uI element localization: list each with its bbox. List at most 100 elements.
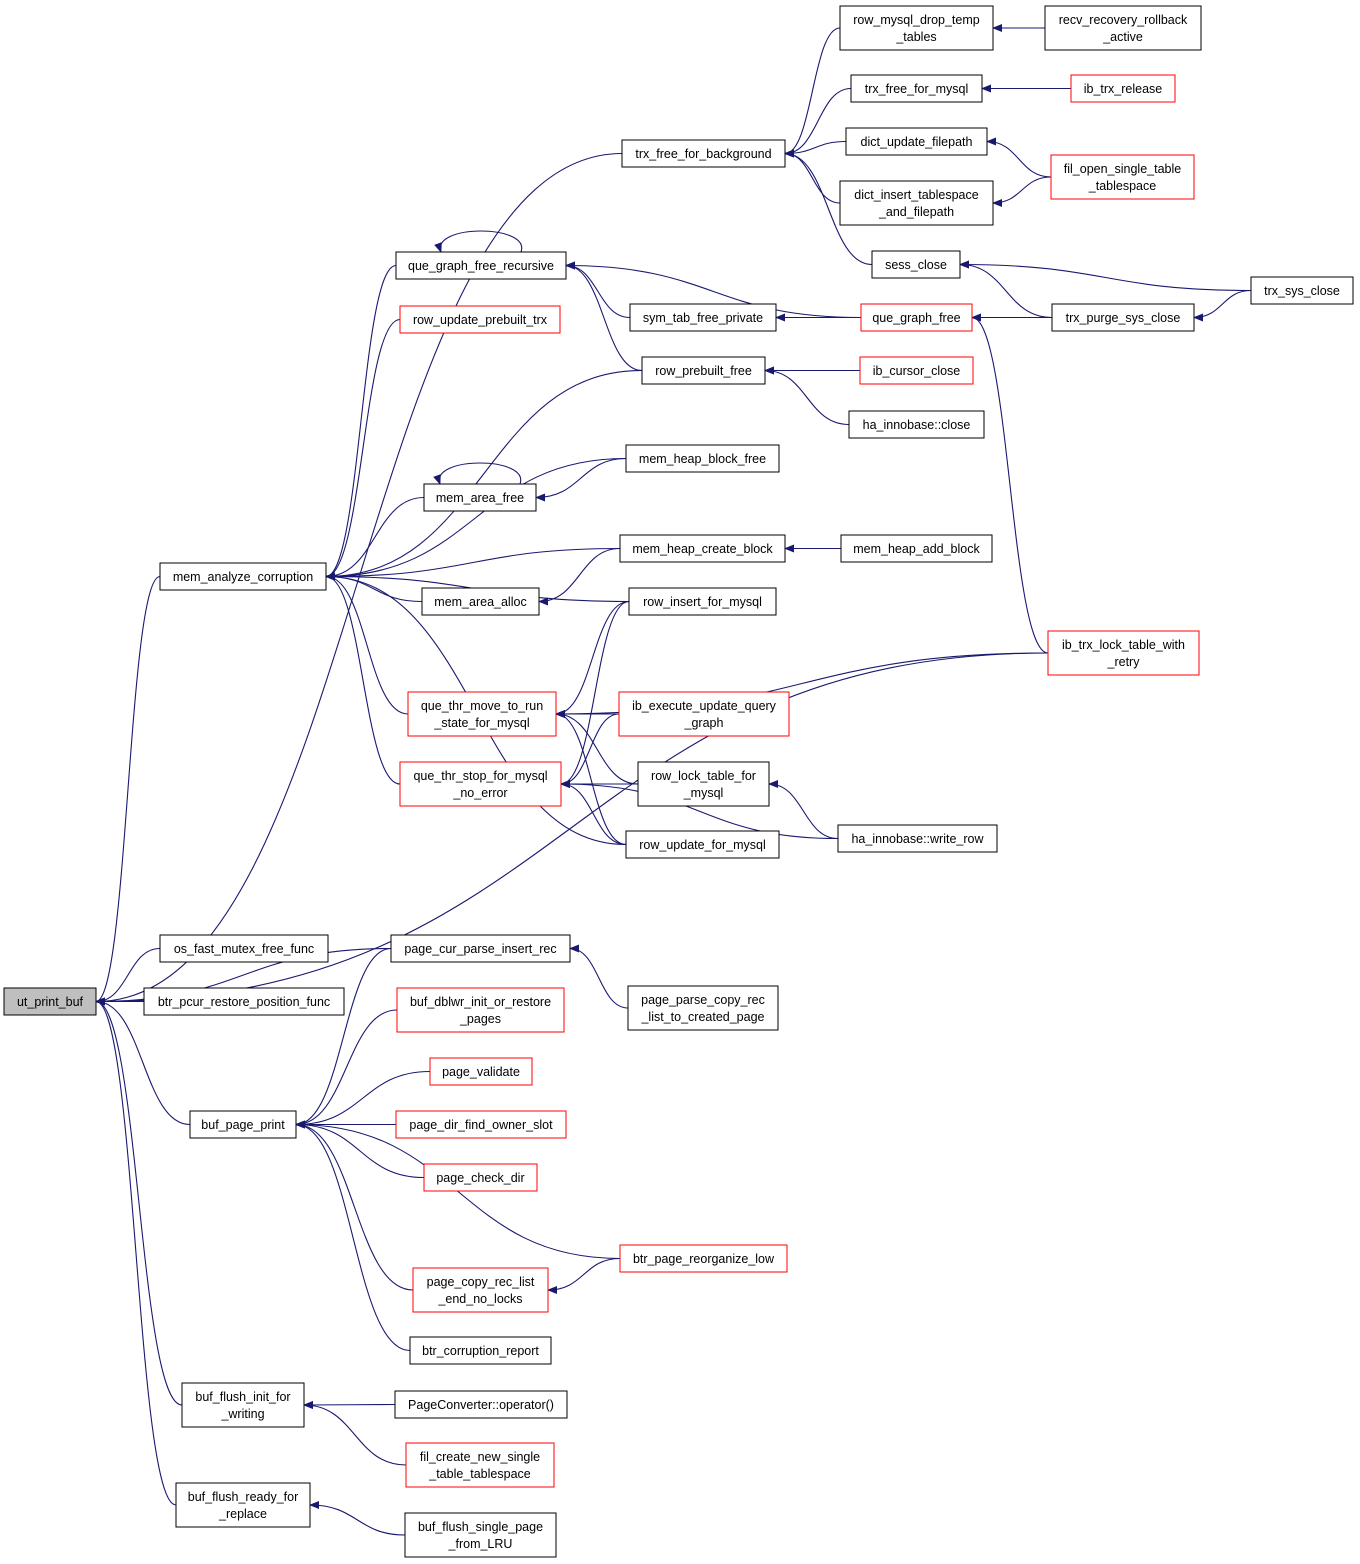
node-label: fil_open_single_table xyxy=(1064,162,1182,176)
node-label: buf_dblwr_init_or_restore xyxy=(410,995,551,1009)
node-label: _pages xyxy=(459,1012,501,1026)
node-box xyxy=(396,987,565,1033)
node-buf-flush-init-for-writing[interactable]: buf_flush_init_for_writing xyxy=(181,1382,305,1428)
edge-page-copy-rec-list-end-no-locks-to-buf-page-print xyxy=(295,1120,414,1291)
node-mem-heap-block-free[interactable]: mem_heap_block_free xyxy=(625,444,780,473)
node-que-graph-free-recursive[interactable]: que_graph_free_recursive xyxy=(395,251,567,280)
node-label: _list_to_created_page xyxy=(640,1010,764,1024)
node-box xyxy=(423,483,537,512)
node-row-mysql-drop-temp-tables[interactable]: row_mysql_drop_temp_tables xyxy=(839,5,994,51)
node-box xyxy=(637,761,770,807)
edge-pageconverter-operator-to-buf-flush-init-for-writing xyxy=(303,1400,396,1409)
node-os-fast-mutex-free-func[interactable]: os_fast_mutex_free_func xyxy=(159,934,329,963)
node-mem-area-free[interactable]: mem_area_free xyxy=(423,483,537,512)
edge-row-prebuilt-free-to-que-graph-free-recursive xyxy=(565,261,643,372)
node-row-update-prebuilt-trx[interactable]: row_update_prebuilt_trx xyxy=(399,305,561,334)
node-que-thr-stop-for-mysql-no-error[interactable]: que_thr_stop_for_mysql_no_error xyxy=(399,761,562,807)
node-ha-innobase-close[interactable]: ha_innobase::close xyxy=(848,410,985,439)
node-page-check-dir[interactable]: page_check_dir xyxy=(423,1163,538,1192)
node-label: mem_heap_create_block xyxy=(632,542,773,556)
node-page-cur-parse-insert-rec[interactable]: page_cur_parse_insert_rec xyxy=(390,934,571,963)
node-sess-close[interactable]: sess_close xyxy=(871,250,961,279)
node-label: btr_corruption_report xyxy=(422,1344,539,1358)
node-label: _tables xyxy=(895,30,936,44)
node-box xyxy=(423,1163,538,1192)
node-row-insert-for-mysql[interactable]: row_insert_for_mysql xyxy=(628,587,777,616)
node-ib-trx-release[interactable]: ib_trx_release xyxy=(1070,74,1176,103)
node-buf-page-print[interactable]: buf_page_print xyxy=(189,1110,297,1139)
node-btr-pcur-restore-position-func[interactable]: btr_pcur_restore_position_func xyxy=(143,987,345,1016)
node-label: _table_tablespace xyxy=(428,1467,531,1481)
node-que-graph-free[interactable]: que_graph_free xyxy=(860,303,973,332)
node-label: _no_error xyxy=(452,786,507,800)
node-label: page_copy_rec_list xyxy=(427,1275,535,1289)
edge-sess-close-to-trx-free-for-background xyxy=(784,149,873,266)
node-label: sess_close xyxy=(885,258,947,272)
node-box xyxy=(837,824,998,853)
node-que-thr-move-to-run-state-for-mysql[interactable]: que_thr_move_to_run_state_for_mysql xyxy=(407,691,557,737)
node-box xyxy=(850,74,983,103)
node-row-lock-table-for-mysql[interactable]: row_lock_table_for_mysql xyxy=(637,761,770,807)
edge-que-thr-stop-for-mysql-no-error-to-mem-analyze-corruption xyxy=(325,572,401,785)
node-box xyxy=(619,1244,788,1273)
edge-mem-area-free-to-mem-analyze-corruption xyxy=(325,496,425,581)
node-label: mem_analyze_corruption xyxy=(173,570,313,584)
node-fil-open-single-table-tablespace[interactable]: fil_open_single_table _tablespace xyxy=(1050,154,1195,200)
node-box xyxy=(143,987,345,1016)
node-box xyxy=(628,587,777,616)
node-ut-print-buf[interactable]: ut_print_buf xyxy=(3,987,97,1016)
node-label: trx_sys_close xyxy=(1264,284,1340,298)
node-fil-create-new-single-table-tablespace[interactable]: fil_create_new_single_table_tablespace xyxy=(405,1442,555,1488)
node-page-validate[interactable]: page_validate xyxy=(429,1057,533,1086)
node-btr-page-reorganize-low[interactable]: btr_page_reorganize_low xyxy=(619,1244,788,1273)
node-label: ha_innobase::write_row xyxy=(851,832,984,846)
edge-que-thr-move-to-run-state-for-mysql-to-mem-analyze-corruption xyxy=(325,572,409,715)
node-label: ib_execute_update_query xyxy=(632,699,777,713)
node-page-dir-find-owner-slot[interactable]: page_dir_find_owner_slot xyxy=(395,1110,567,1139)
node-label: _tablespace xyxy=(1088,179,1156,193)
node-ha-innobase-write-row[interactable]: ha_innobase::write_row xyxy=(837,824,998,853)
node-box xyxy=(399,305,561,334)
node-label: _end_no_locks xyxy=(437,1292,522,1306)
node-trx-purge-sys-close[interactable]: trx_purge_sys_close xyxy=(1051,303,1195,332)
node-box xyxy=(3,987,97,1016)
edge-fil-open-single-table-tablespace-to-dict-update-filepath xyxy=(986,137,1052,178)
edge-trx-sys-close-to-trx-purge-sys-close xyxy=(1193,289,1252,322)
node-label: mem_heap_block_free xyxy=(639,452,766,466)
node-buf-flush-single-page-from-lru[interactable]: buf_flush_single_page_from_LRU xyxy=(404,1512,557,1558)
node-dict-update-filepath[interactable]: dict_update_filepath xyxy=(845,127,988,156)
node-buf-flush-ready-for-replace[interactable]: buf_flush_ready_for_replace xyxy=(175,1482,311,1528)
node-trx-sys-close[interactable]: trx_sys_close xyxy=(1250,276,1354,305)
node-mem-heap-create-block[interactable]: mem_heap_create_block xyxy=(619,534,786,563)
node-page-copy-rec-list-end-no-locks[interactable]: page_copy_rec_list _end_no_locks xyxy=(412,1267,549,1313)
edge-page-parse-copy-rec-list-to-created-page-to-page-cur-parse-insert-rec xyxy=(569,944,629,1009)
node-btr-corruption-report[interactable]: btr_corruption_report xyxy=(409,1336,552,1365)
node-box xyxy=(618,691,790,737)
node-page-parse-copy-rec-list-to-created-page[interactable]: page_parse_copy_rec_list_to_created_page xyxy=(627,985,779,1031)
edge-btr-corruption-report-to-buf-page-print xyxy=(295,1120,411,1352)
node-ib-cursor-close[interactable]: ib_cursor_close xyxy=(859,356,974,385)
node-mem-heap-add-block[interactable]: mem_heap_add_block xyxy=(840,534,993,563)
node-row-prebuilt-free[interactable]: row_prebuilt_free xyxy=(641,356,766,385)
node-box xyxy=(421,587,540,616)
node-ib-trx-lock-table-with-retry[interactable]: ib_trx_lock_table_with_retry xyxy=(1047,630,1200,676)
node-trx-free-for-mysql[interactable]: trx_free_for_mysql xyxy=(850,74,983,103)
node-mem-analyze-corruption[interactable]: mem_analyze_corruption xyxy=(159,562,327,591)
node-row-update-for-mysql[interactable]: row_update_for_mysql xyxy=(625,830,780,859)
node-trx-free-for-background[interactable]: trx_free_for_background xyxy=(621,139,786,168)
node-label: _retry xyxy=(1107,655,1141,669)
node-ib-execute-update-query-graph[interactable]: ib_execute_update_query_graph xyxy=(618,691,790,737)
edge-buf-flush-ready-for-replace-to-ut-print-buf xyxy=(95,997,177,1506)
node-dict-insert-tablespace-and-filepath[interactable]: dict_insert_tablespace_and_filepath xyxy=(839,180,994,226)
node-mem-area-alloc[interactable]: mem_area_alloc xyxy=(421,587,540,616)
node-buf-dblwr-init-or-restore-pages[interactable]: buf_dblwr_init_or_restore _pages xyxy=(396,987,565,1033)
node-layer: ut_print_buf mem_analyze_corruption os_fas… xyxy=(3,5,1354,1558)
edge-mem-analyze-corruption-to-ut-print-buf xyxy=(95,575,161,1006)
node-box xyxy=(625,444,780,473)
edge-ha-innobase-write-row-to-row-lock-table-for-mysql xyxy=(768,780,839,840)
edge-fil-open-single-table-tablespace-to-dict-insert-tablespace-and-filepath xyxy=(992,176,1052,207)
node-label: que_thr_move_to_run xyxy=(421,699,543,713)
node-sym-tab-free-private[interactable]: sym_tab_free_private xyxy=(629,303,777,332)
node-pageconverter-operator[interactable]: PageConverter::operator() xyxy=(394,1390,568,1419)
node-recv-recovery-rollback-active[interactable]: recv_recovery_rollback_active xyxy=(1044,5,1202,51)
